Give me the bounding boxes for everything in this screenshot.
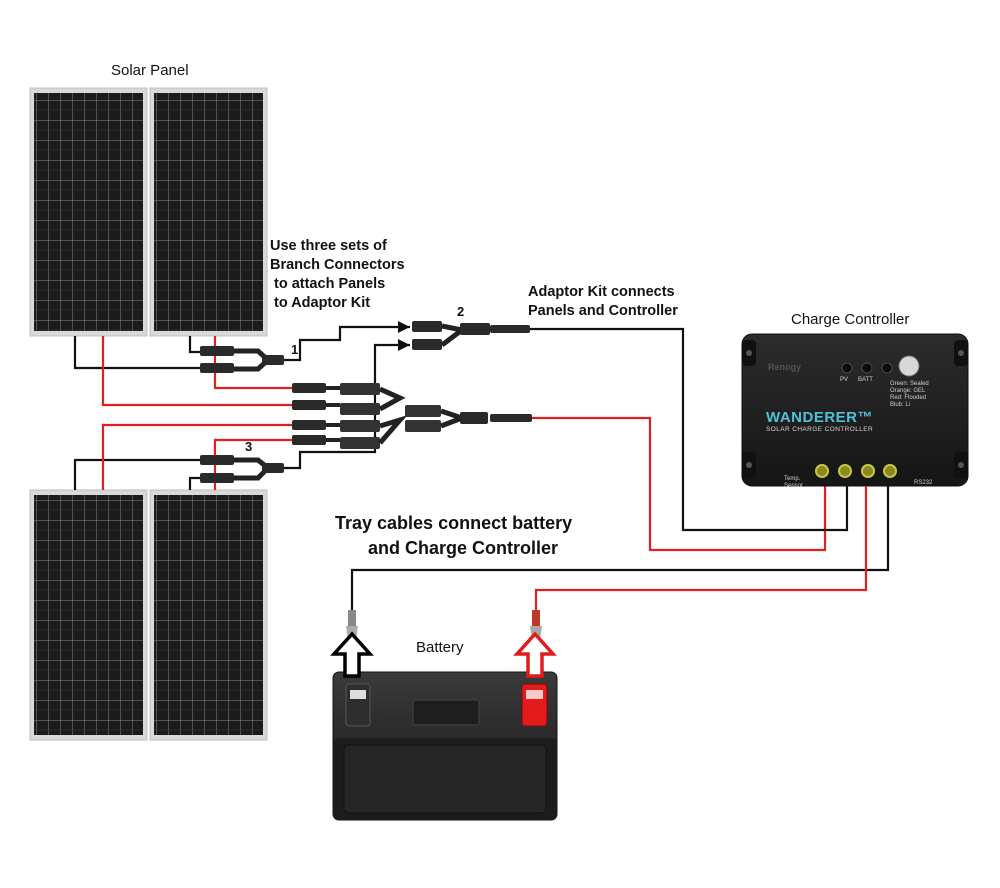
branch-note-line-3: to attach Panels: [274, 276, 386, 292]
solar-panel-top-right: [149, 87, 268, 337]
battery: [332, 671, 558, 821]
branch-connector-positive: [292, 383, 827, 552]
adaptor-note-line-2: Panels and Controller: [528, 303, 678, 319]
positive-arrow-icon: [513, 631, 557, 678]
tray-cable-negative: [350, 486, 890, 612]
tray-note-line-1: Tray cables connect battery: [335, 513, 573, 533]
batt-led: [861, 362, 873, 374]
mode-button: [898, 355, 920, 377]
controller-logo: Renogy: [768, 362, 802, 372]
pv-led-label: PV: [840, 377, 849, 383]
charge-controller: [741, 333, 969, 487]
tray-cables: [346, 486, 890, 640]
tray-note-line-2: and Charge Controller: [368, 538, 559, 558]
solar-panel-bottom-left: [29, 489, 148, 741]
top-right-positive-lead: [213, 336, 298, 390]
connector-3-number: 3: [245, 439, 253, 454]
battery-type-3: Red: Flooded: [890, 395, 927, 401]
top-left-negative-lead: [73, 336, 212, 370]
solar-panel-bottom-right: [149, 489, 268, 741]
pv-led: [841, 362, 853, 374]
branch-note-line-1: Use three sets of: [270, 238, 387, 254]
negative-arrow-icon: [330, 631, 374, 678]
solar-panel-label: Solar Panel: [111, 62, 189, 79]
branch-connector-1: [200, 325, 398, 373]
branch-note-line-4: to Adaptor Kit: [274, 295, 371, 311]
controller-terminals: [815, 464, 897, 478]
connector-2-number: 2: [457, 304, 465, 319]
branch-connector-2: [398, 321, 849, 532]
controller-brand: WANDERER™: [766, 409, 874, 426]
battery-type-2: Orange: GEL: [890, 388, 926, 394]
branch-connector-3: [200, 343, 398, 483]
battery-type-4: Blub: Li: [890, 402, 911, 408]
solar-panel-top-left: [29, 87, 148, 337]
branch-note-line-2: Branch Connectors: [270, 257, 405, 273]
bottom-left-negative-lead: [73, 458, 212, 490]
rs232-label: RS232: [914, 480, 933, 486]
controller-subtitle: SOLAR CHARGE CONTROLLER: [766, 426, 874, 433]
battery-label: Battery: [416, 639, 464, 656]
connector-1-number: 1: [291, 342, 299, 357]
batt-led-label: BATT: [858, 377, 873, 383]
temp-sensor-line-1: Temp.: [784, 476, 801, 482]
bottom-left-positive-lead: [101, 423, 298, 490]
type-led: [881, 362, 893, 374]
adaptor-note-line-1: Adaptor Kit connects: [528, 284, 675, 300]
battery-type-1: Green: Sealed: [890, 381, 929, 387]
temp-sensor-line-2: Sensor: [784, 483, 804, 489]
charge-controller-label: Charge Controller: [791, 311, 910, 328]
top-left-positive-lead: [101, 336, 298, 407]
tray-cable-positive: [534, 486, 868, 612]
